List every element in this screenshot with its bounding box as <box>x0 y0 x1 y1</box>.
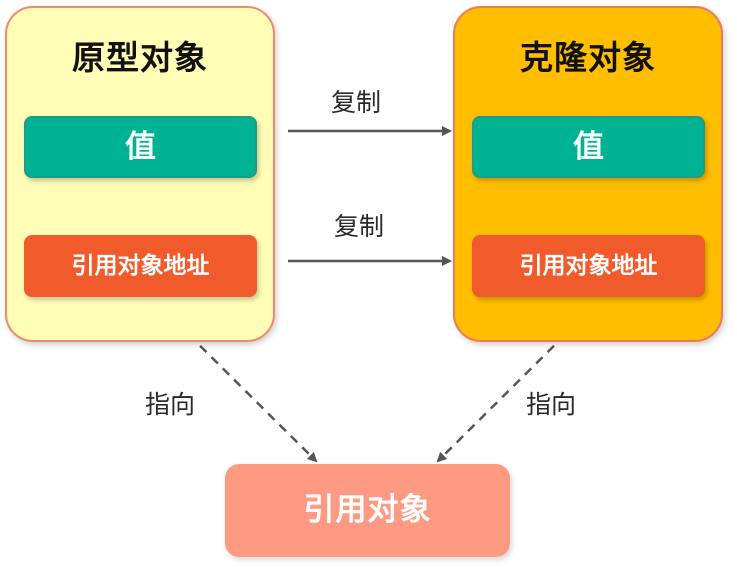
copy-ref-label: 复制 <box>334 212 385 241</box>
points-right-label: 指向 <box>526 390 577 419</box>
clone-ref-address-box: 引用对象地址 <box>472 235 705 297</box>
prototype-value-box: 值 <box>24 116 257 178</box>
points-left-label: 指向 <box>145 390 196 419</box>
clone-value-box: 值 <box>472 116 705 178</box>
prototype-title: 原型对象 <box>72 38 208 77</box>
prototype-ref-address-box: 引用对象地址 <box>24 235 257 297</box>
clone-title: 克隆对象 <box>520 38 656 77</box>
clone-object-panel: 克隆对象 值 引用对象地址 <box>453 6 723 342</box>
referenced-object-box: 引用对象 <box>225 464 510 557</box>
copy-value-label: 复制 <box>331 88 382 117</box>
prototype-object-panel: 原型对象 值 引用对象地址 <box>5 6 275 342</box>
